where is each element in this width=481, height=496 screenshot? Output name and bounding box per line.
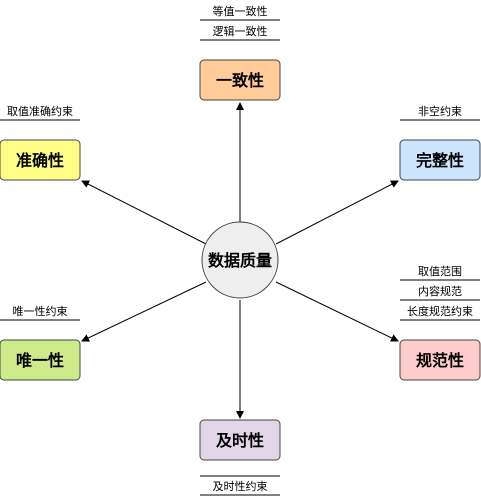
note-text: 取值范围 — [418, 264, 462, 278]
note-text: 及时性约束 — [213, 479, 268, 493]
arrow-to-completeness — [275, 180, 399, 245]
note-text: 长度规范约束 — [407, 304, 473, 318]
node-normative: 规范性 — [399, 339, 481, 381]
notes-uniqueness: 唯一性约束 — [0, 304, 80, 321]
arrow-to-accuracy — [81, 180, 207, 245]
node-label: 一致性 — [216, 71, 264, 90]
notes-normative: 取值范围 内容规范 长度规范约束 — [400, 264, 480, 321]
node-consistency: 一致性 — [199, 59, 281, 101]
center-label: 数据质量 — [208, 251, 272, 270]
note-text: 唯一性约束 — [13, 304, 68, 318]
node-label: 规范性 — [416, 351, 464, 370]
node-timeliness: 及时性 — [199, 419, 281, 461]
note-text: 内容规范 — [418, 284, 462, 298]
arrow-to-uniqueness — [81, 281, 207, 342]
node-label: 完整性 — [416, 151, 464, 170]
note-text: 非空约束 — [418, 104, 462, 118]
notes-timeliness: 及时性约束 — [200, 475, 280, 496]
node-uniqueness: 唯一性 — [0, 339, 81, 381]
note-text: 取值准确约束 — [7, 105, 73, 118]
node-label: 唯一性 — [16, 351, 64, 370]
node-label: 及时性 — [216, 431, 264, 450]
node-accuracy: 准确性 — [0, 139, 81, 181]
arrow-to-normative — [275, 281, 399, 342]
node-label: 准确性 — [16, 151, 64, 170]
arrows — [81, 102, 399, 419]
notes-accuracy: 取值准确约束 — [0, 105, 80, 121]
notes-consistency: 等值一致性 逻辑一致性 — [200, 4, 280, 41]
center-node: 数据质量 — [201, 221, 279, 299]
note-text: 等值一致性 — [213, 4, 268, 18]
notes-completeness: 非空约束 — [400, 104, 480, 121]
node-completeness: 完整性 — [399, 139, 481, 181]
note-text: 逻辑一致性 — [213, 24, 268, 38]
